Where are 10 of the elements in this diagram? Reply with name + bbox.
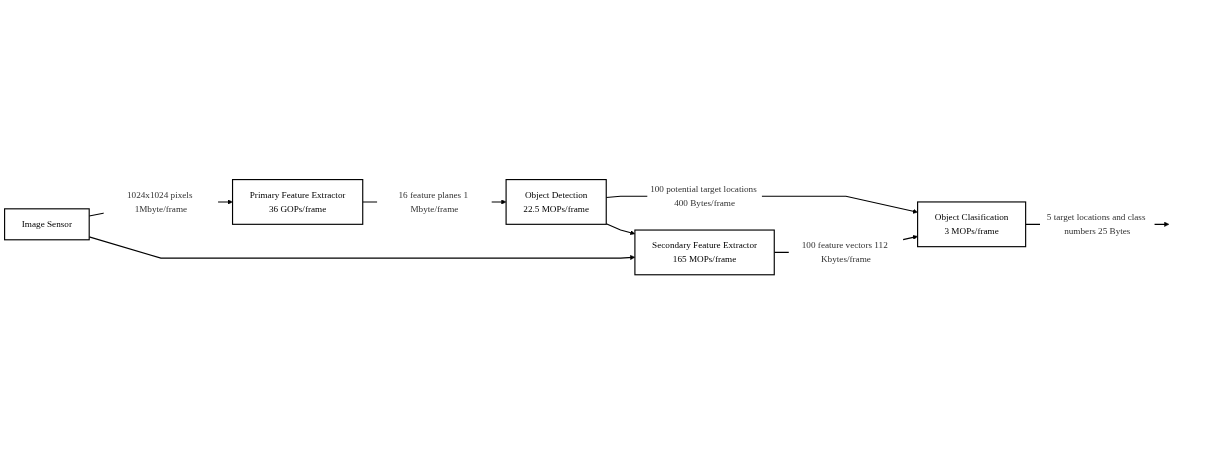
node-box: Image Sensor xyxy=(4,208,90,241)
node-box: Object Detection 22.5 MOPs/frame xyxy=(505,179,607,226)
node-box: Secondary Feature Extractor 165 MOPs/frame xyxy=(634,229,775,276)
edge-label: 16 feature planes 1 Mbyte/frame xyxy=(398,190,469,214)
edge-label: 1024x1024 pixels 1Mbyte/frame xyxy=(126,190,193,214)
edge-label: 5 target locations and class numbers 25 Bytes xyxy=(1046,212,1146,237)
edge-label: 100 potential target locations 400 Bytes/frame xyxy=(650,184,757,208)
edge-label: 100 feature vectors 112 Kbytes/frame xyxy=(801,240,888,265)
node-box: Primary Feature Extractor 36 GOPs/frame xyxy=(231,179,364,226)
node-box: Object Clasification 3 MOPs/frame xyxy=(917,201,1027,248)
